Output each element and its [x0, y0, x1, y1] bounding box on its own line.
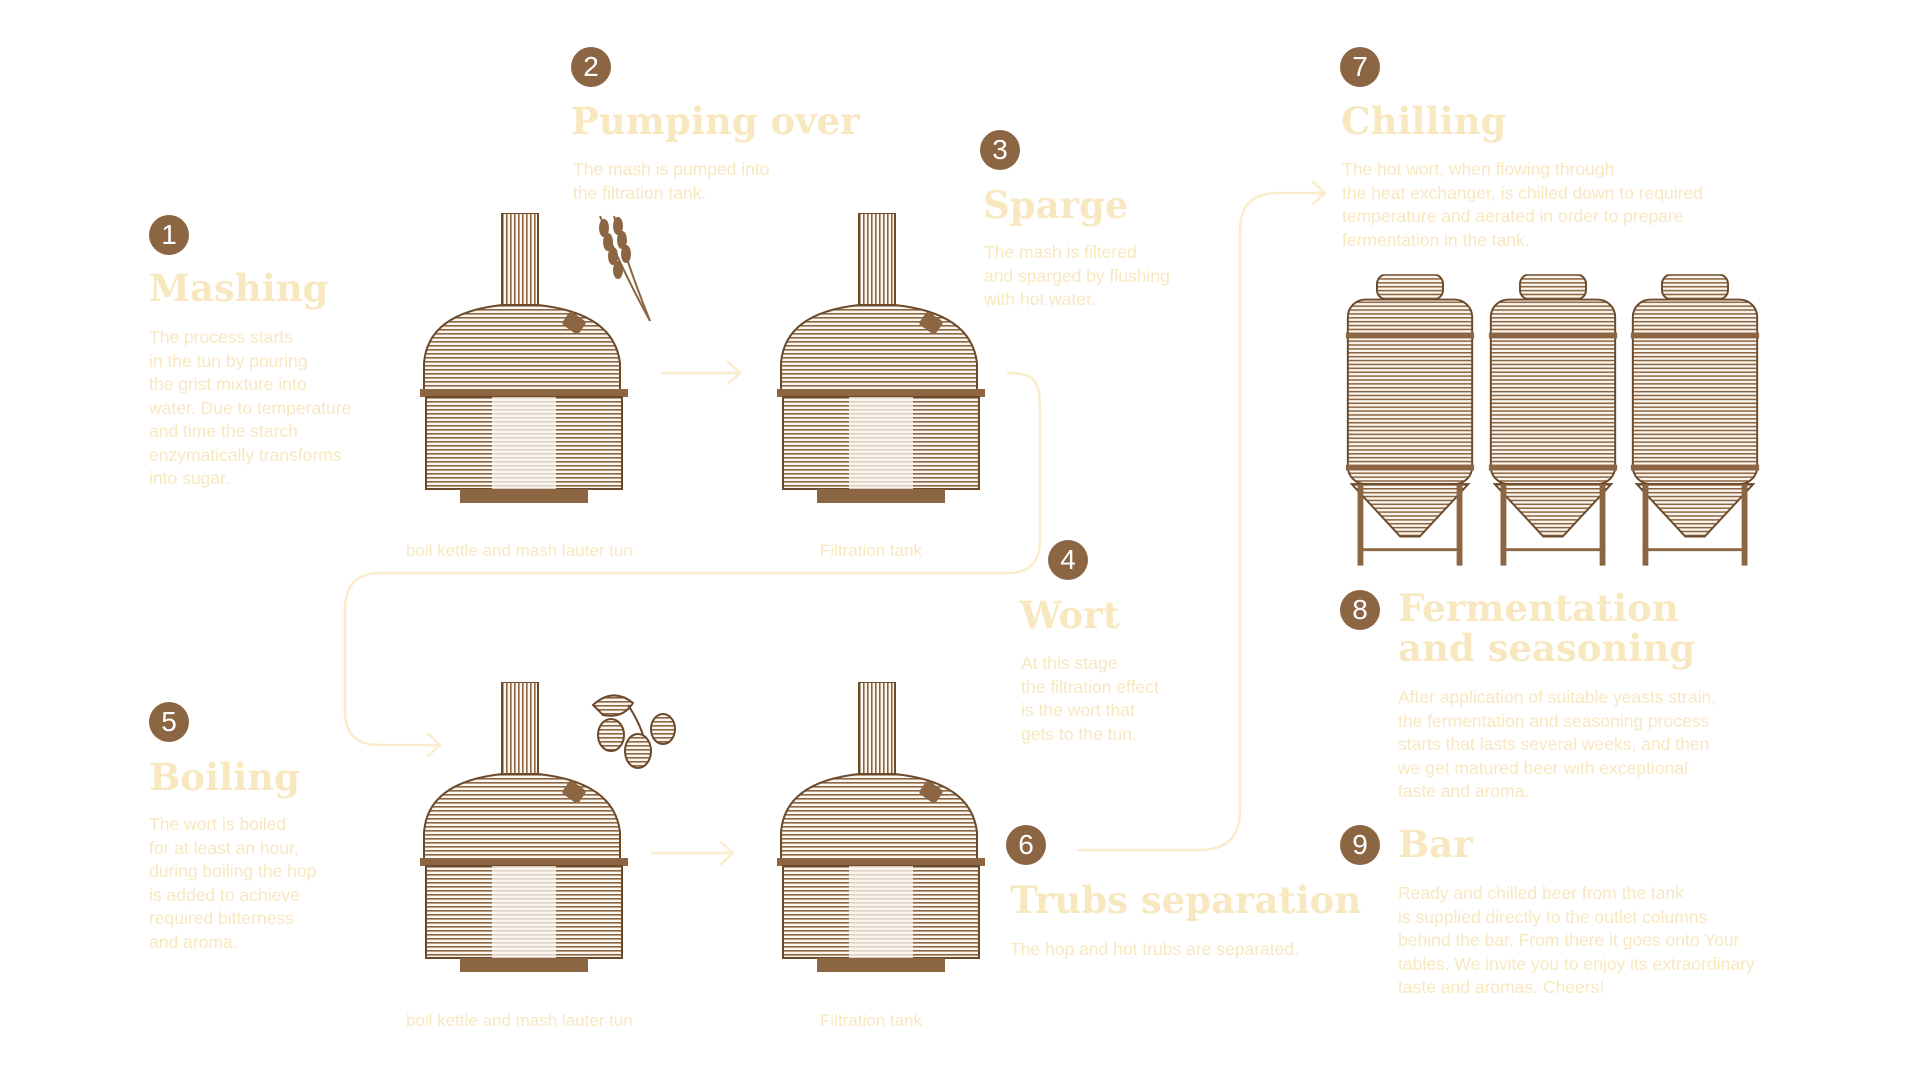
step-7-badge: 7	[1340, 47, 1380, 87]
step-3-badge: 3	[980, 130, 1020, 170]
caption-filtration-top: Filtration tank	[820, 541, 923, 560]
step-1-title: Mashing	[149, 266, 329, 310]
step-9-text: Ready and chilled beer from the tank is …	[1398, 883, 1755, 997]
step-3-text: The mash is filtered and sparged by flus…	[984, 242, 1170, 309]
step-5-badge: 5	[149, 702, 189, 742]
step-8-title: Fermentation and seasoning	[1398, 586, 1696, 670]
step-7-text: The hot wort, when flowing through the h…	[1342, 159, 1703, 250]
step-5-title: Boiling	[149, 755, 300, 799]
step-8-text: After application of suitable yeasts str…	[1398, 687, 1717, 801]
step-4-badge: 4	[1048, 540, 1088, 580]
step-7-title: Chilling	[1341, 99, 1507, 143]
fermentation-tank-icon	[1627, 270, 1763, 570]
fermentation-tank-icon	[1342, 270, 1478, 570]
step-9-badge: 9	[1340, 825, 1380, 865]
step-5-text: The wort is boiled for at least an hour,…	[149, 814, 317, 952]
step-6-text: The hop and hot trubs are separated.	[1010, 939, 1299, 959]
hops-icon	[591, 694, 676, 769]
arrow-icon	[426, 732, 442, 758]
step-2-text: The mash is pumped into the filtration t…	[573, 159, 770, 203]
step-3-title: Sparge	[983, 183, 1129, 227]
arrow-icon	[1311, 180, 1327, 206]
fermentation-tank-icon	[1485, 270, 1621, 570]
step-4-title: Wort	[1020, 593, 1120, 637]
step-6-title: Trubs separation	[1010, 878, 1362, 922]
step-9-title: Bar	[1398, 822, 1473, 866]
filtration-tank-icon	[771, 657, 991, 997]
caption-kettle-top: boil kettle and mash lauter tun	[406, 541, 633, 560]
step-1-text: The process starts in the tun by pouring…	[149, 327, 352, 488]
arrow-icon	[726, 360, 742, 386]
arrow-icon	[719, 840, 735, 866]
step-1-badge: 1	[149, 215, 189, 255]
step-8-badge: 8	[1340, 590, 1380, 630]
flow-line-6-to-7	[1076, 191, 1327, 852]
caption-kettle-bottom: boil kettle and mash lauter tun	[406, 1011, 633, 1030]
flow-line-3-to-5	[343, 371, 1042, 747]
step-4-text: At this stage the filtration effect is t…	[1021, 653, 1159, 744]
filtration-tank-icon	[771, 188, 991, 528]
wheat-icon	[599, 215, 651, 322]
step-6-badge: 6	[1006, 825, 1046, 865]
step-2-badge: 2	[571, 47, 611, 87]
step-2-title: Pumping over	[571, 99, 860, 143]
caption-filtration-bottom: Filtration tank	[820, 1011, 923, 1030]
